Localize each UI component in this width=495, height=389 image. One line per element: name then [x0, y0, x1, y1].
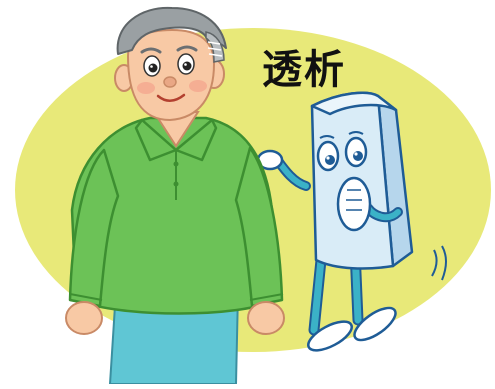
elderly-man-icon [65, 6, 285, 385]
dialysis-machine-icon [256, 91, 447, 352]
dialysis-label: 透析 [262, 47, 346, 93]
